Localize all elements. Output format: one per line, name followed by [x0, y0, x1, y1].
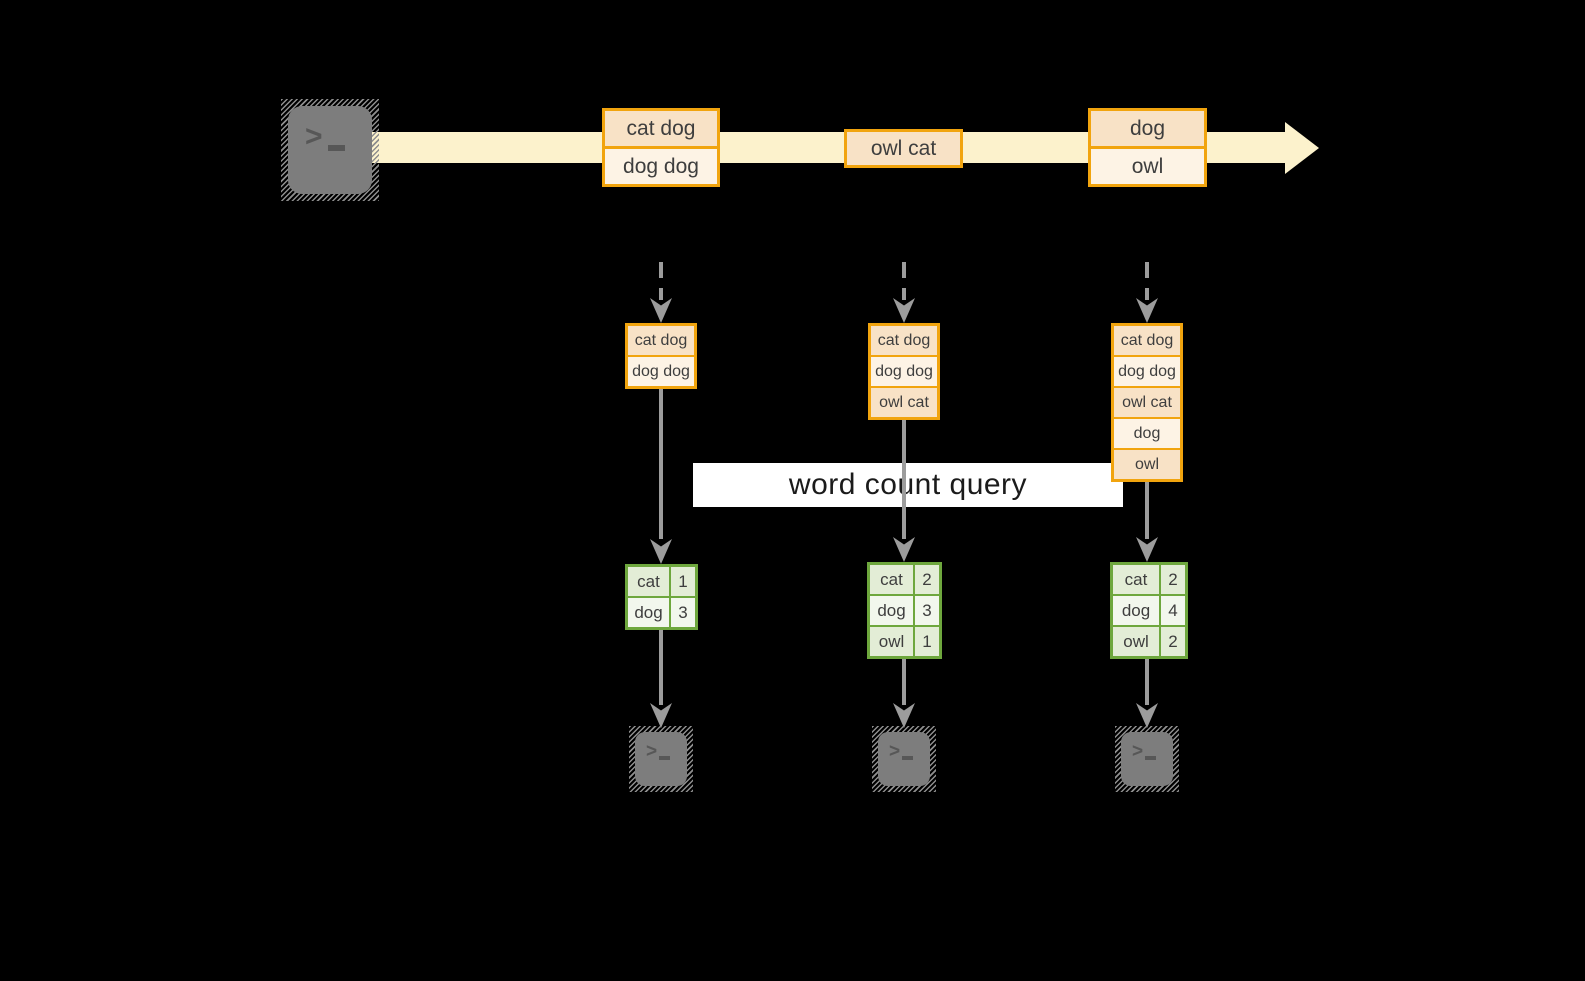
terminal-prompt-chevron-icon: >	[305, 120, 322, 153]
count-cell: 2	[1161, 627, 1185, 656]
word-cell: owl	[870, 627, 913, 656]
batch-box-1: cat dog dog dog	[625, 323, 697, 389]
batch-line: cat dog	[871, 326, 937, 355]
query-input-arrowhead-2	[893, 537, 915, 562]
table-row: dog 3	[870, 596, 939, 625]
stream-event-box-3: dog owl	[1088, 108, 1207, 187]
result-output-arrowhead-2	[893, 703, 915, 728]
microbatch-arrowhead-2	[893, 298, 915, 323]
count-cell: 1	[671, 567, 695, 596]
count-cell: 2	[915, 565, 939, 594]
terminal-cursor-icon	[327, 145, 345, 151]
word-cell: dog	[628, 598, 669, 627]
terminal-body: >	[288, 106, 372, 194]
terminal-cursor-icon	[659, 756, 671, 760]
sink-terminal-icon-1: >	[629, 726, 693, 792]
count-cell: 3	[671, 598, 695, 627]
word-cell: cat	[628, 567, 669, 596]
terminal-prompt-chevron-icon: >	[1132, 741, 1143, 762]
table-row: cat 1	[628, 567, 695, 596]
word-cell: dog	[870, 596, 913, 625]
stream-event-line: cat dog	[605, 111, 717, 146]
result-output-arrowhead-3	[1136, 703, 1158, 728]
table-row: cat 2	[870, 565, 939, 594]
stream-event-box-2: owl cat	[844, 129, 963, 168]
table-row: owl 1	[870, 627, 939, 656]
query-input-arrow-1	[659, 389, 663, 539]
terminal-body: >	[878, 732, 930, 786]
table-row: owl 2	[1113, 627, 1185, 656]
stream-event-line: dog	[1091, 111, 1204, 146]
terminal-cursor-icon	[902, 756, 914, 760]
batch-line: owl	[1114, 450, 1180, 479]
table-row: cat 2	[1113, 565, 1185, 594]
sink-terminal-icon-3: >	[1115, 726, 1179, 792]
stream-arrowhead-icon	[1285, 122, 1319, 174]
stream-event-line: owl	[1091, 149, 1204, 184]
batch-line: dog	[1114, 419, 1180, 448]
batch-box-3: cat dog dog dog owl cat dog owl	[1111, 323, 1183, 482]
stream-event-box-1: cat dog dog dog	[602, 108, 720, 187]
word-cell: dog	[1113, 596, 1159, 625]
microbatch-arrow-3	[1145, 262, 1149, 300]
wordcount-table-2: cat 2 dog 3 owl 1	[867, 562, 942, 659]
result-output-arrow-3	[1145, 659, 1149, 705]
word-cell: cat	[870, 565, 913, 594]
microbatch-arrow-2	[902, 262, 906, 300]
result-output-arrowhead-1	[650, 703, 672, 728]
batch-line: owl cat	[871, 388, 937, 417]
batch-line: cat dog	[1114, 326, 1180, 355]
count-cell: 1	[915, 627, 939, 656]
count-cell: 3	[915, 596, 939, 625]
sink-terminal-icon-2: >	[872, 726, 936, 792]
terminal-cursor-icon	[1145, 756, 1157, 760]
wordcount-table-3: cat 2 dog 4 owl 2	[1110, 562, 1188, 659]
table-row: dog 4	[1113, 596, 1185, 625]
query-input-arrow-3	[1145, 482, 1149, 539]
table-row: dog 3	[628, 598, 695, 627]
query-input-arrow-2	[902, 420, 906, 539]
source-terminal-icon: >	[281, 99, 379, 201]
batch-line: dog dog	[1114, 357, 1180, 386]
word-cell: owl	[1113, 627, 1159, 656]
microbatch-arrowhead-1	[650, 298, 672, 323]
microbatch-arrow-1	[659, 262, 663, 300]
stream-event-line: dog dog	[605, 149, 717, 184]
query-input-arrowhead-3	[1136, 537, 1158, 562]
batch-box-2: cat dog dog dog owl cat	[868, 323, 940, 420]
query-input-arrowhead-1	[650, 539, 672, 564]
result-output-arrow-2	[902, 659, 906, 705]
word-cell: cat	[1113, 565, 1159, 594]
count-cell: 4	[1161, 596, 1185, 625]
count-cell: 2	[1161, 565, 1185, 594]
query-label: word count query	[693, 463, 1123, 507]
terminal-body: >	[1121, 732, 1173, 786]
microbatch-arrowhead-3	[1136, 298, 1158, 323]
batch-line: dog dog	[871, 357, 937, 386]
terminal-prompt-chevron-icon: >	[646, 741, 657, 762]
terminal-prompt-chevron-icon: >	[889, 741, 900, 762]
batch-line: dog dog	[628, 357, 694, 386]
terminal-body: >	[635, 732, 687, 786]
batch-line: cat dog	[628, 326, 694, 355]
batch-line: owl cat	[1114, 388, 1180, 417]
result-output-arrow-1	[659, 630, 663, 705]
wordcount-table-1: cat 1 dog 3	[625, 564, 698, 630]
stream-event-line: owl cat	[847, 132, 960, 165]
